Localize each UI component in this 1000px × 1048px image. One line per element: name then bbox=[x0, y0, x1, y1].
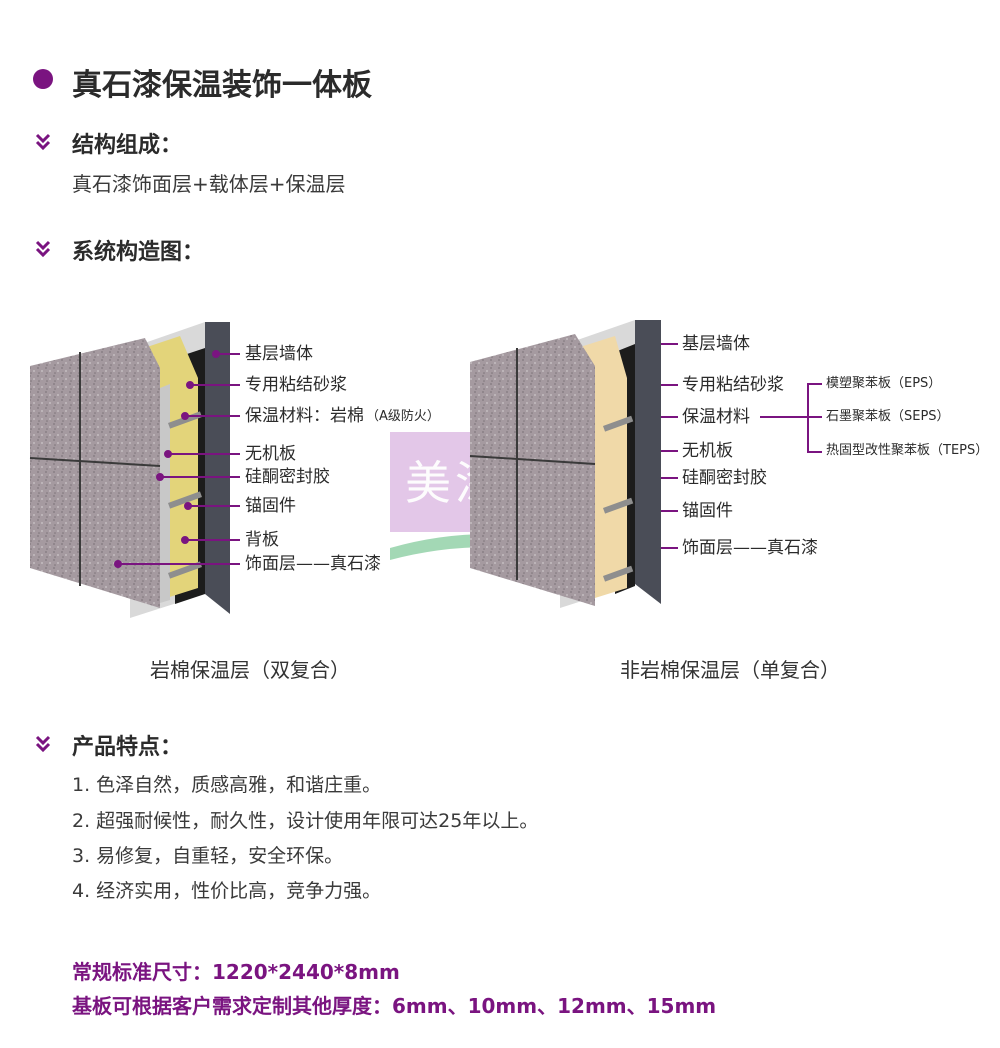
option-seps: 石墨聚苯板（SEPS） bbox=[826, 409, 950, 424]
label-sealant: 硅酮密封胶 bbox=[245, 467, 330, 487]
double-chevron-down-icon bbox=[35, 133, 51, 151]
structure-text: 真石漆饰面层+载体层+保温层 bbox=[72, 172, 346, 196]
double-chevron-down-icon bbox=[35, 735, 51, 753]
label-inorganic-board: 无机板 bbox=[245, 444, 296, 464]
label-fire-class: （A级防火） bbox=[366, 409, 440, 424]
feature-item: 3. 易修复，自重轻，安全环保。 bbox=[72, 845, 344, 867]
structure-heading: 结构组成： bbox=[72, 133, 183, 158]
option-teps: 热固型改性聚苯板（TEPS） bbox=[826, 443, 989, 458]
page-title: 真石漆保温装饰一体板 bbox=[72, 68, 372, 103]
non-rock-wool-diagram bbox=[469, 320, 661, 608]
spec-custom-thickness: 基板可根据客户需求定制其他厚度：6mm、10mm、12mm、15mm bbox=[72, 994, 717, 1018]
label-back-board: 背板 bbox=[245, 530, 279, 550]
title-bullet-icon bbox=[33, 69, 53, 89]
label-insulation-rockwool: 保温材料：岩棉 bbox=[245, 406, 364, 426]
feature-item: 2. 超强耐候性，耐久性，设计使用年限可达25年以上。 bbox=[72, 810, 539, 832]
features-heading: 产品特点： bbox=[72, 735, 183, 760]
label-adhesive-r: 专用粘结砂浆 bbox=[682, 375, 784, 395]
label-base-wall-r: 基层墙体 bbox=[682, 334, 750, 354]
feature-item: 1. 色泽自然，质感高雅，和谐庄重。 bbox=[72, 774, 382, 796]
system-heading: 系统构造图： bbox=[72, 240, 205, 265]
label-adhesive: 专用粘结砂浆 bbox=[245, 375, 347, 395]
caption-right: 非岩棉保温层（单复合） bbox=[620, 658, 840, 682]
rock-wool-diagram bbox=[29, 322, 230, 618]
label-finish-layer: 饰面层——真石漆 bbox=[245, 554, 381, 574]
label-anchor-r: 锚固件 bbox=[682, 501, 733, 521]
label-inorganic-board-r: 无机板 bbox=[682, 441, 733, 461]
label-base-wall: 基层墙体 bbox=[245, 344, 313, 364]
stone-face-layer bbox=[30, 338, 160, 608]
caption-left: 岩棉保温层（双复合） bbox=[150, 658, 350, 682]
double-chevron-down-icon bbox=[35, 240, 51, 258]
option-eps: 模塑聚苯板（EPS） bbox=[826, 376, 942, 391]
spec-standard-size: 常规标准尺寸：1220*2440*8mm bbox=[72, 960, 400, 984]
label-insulation-r: 保温材料 bbox=[682, 407, 750, 427]
label-anchor: 锚固件 bbox=[245, 496, 296, 516]
label-finish-layer-r: 饰面层——真石漆 bbox=[682, 538, 818, 558]
label-sealant-r: 硅酮密封胶 bbox=[682, 468, 767, 488]
feature-item: 4. 经济实用，性价比高，竞争力强。 bbox=[72, 880, 382, 902]
